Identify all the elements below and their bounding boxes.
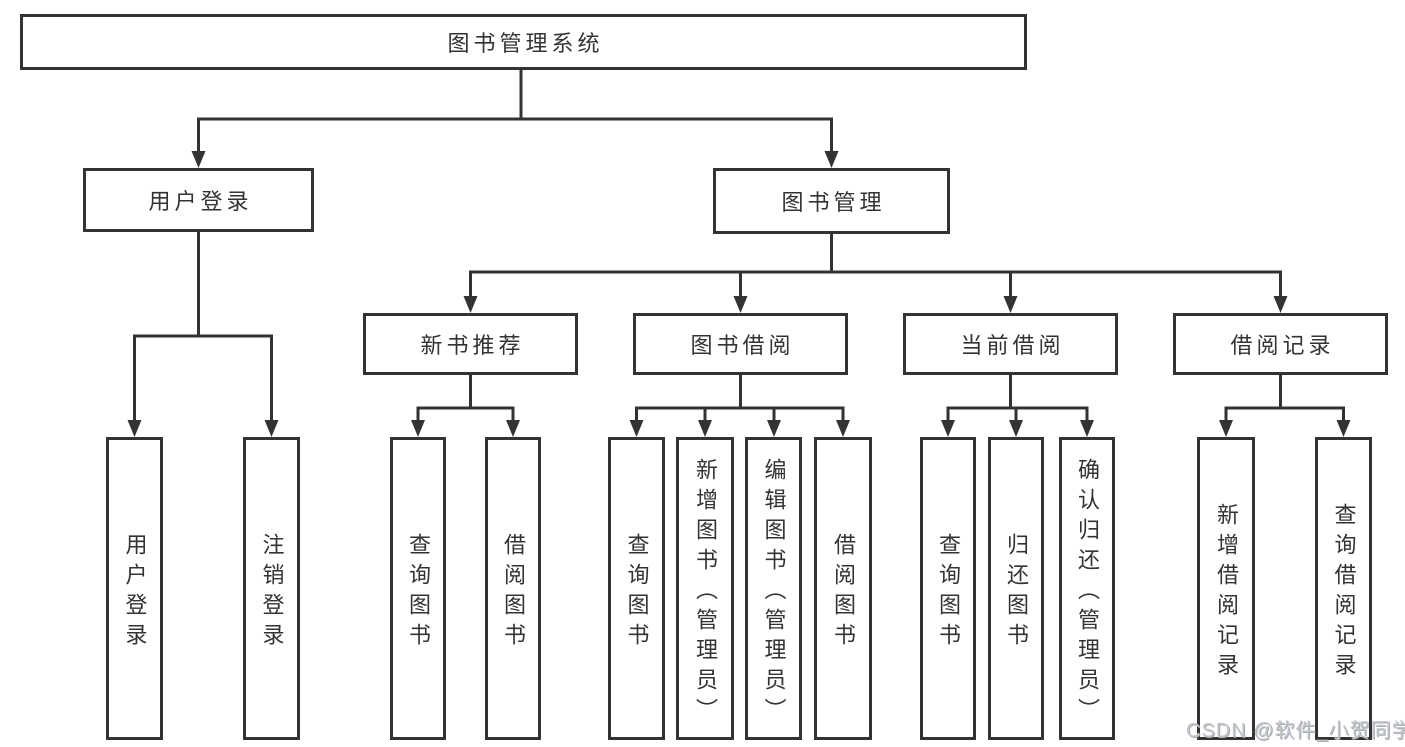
leaf-return-books: 归还图书 [988,437,1044,740]
leaf-add-borrow-record-label: 新增借阅记录 [1214,502,1239,683]
leaf-logout-label: 注销登录 [259,532,285,653]
node-borrow-records-label: 借阅记录 [1230,333,1335,358]
node-book-management-label: 图书管理 [781,190,886,215]
leaf-borrow-query-books: 查询图书 [608,437,665,740]
leaf-add-borrow-record: 新增借阅记录 [1197,437,1255,740]
leaf-borrow-books-label: 借阅图书 [831,532,856,653]
leaf-query-borrow-record: 查询借阅记录 [1315,437,1372,740]
node-book-borrow-label: 图书借阅 [690,333,795,358]
node-borrow-records: 借阅记录 [1173,313,1388,375]
leaf-borrow-query-books-label: 查询图书 [624,532,650,653]
leaf-logout: 注销登录 [243,437,300,740]
leaf-edit-books-admin-label: 编辑图书（管理员） [761,457,787,728]
leaf-user-login-label: 用户登录 [122,532,148,653]
leaf-confirm-return-admin: 确认归还（管理员） [1059,437,1115,740]
leaf-recommend-borrow-books-label: 借阅图书 [501,532,526,653]
node-new-book-recommend: 新书推荐 [363,313,578,375]
node-book-borrow: 图书借阅 [633,313,848,375]
node-user-login-label: 用户登录 [148,189,253,214]
leaf-confirm-return-admin-label: 确认归还（管理员） [1075,457,1100,728]
node-root-label: 图书管理系统 [447,31,604,56]
csdn-watermark: CSDN @软件_小贺同学 [1186,720,1405,742]
leaf-add-books-admin-label: 新增图书（管理员） [693,457,718,728]
leaf-return-books-label: 归还图书 [1004,532,1029,653]
node-current-borrow-label: 当前借阅 [960,333,1065,358]
leaf-query-borrow-record-label: 查询借阅记录 [1331,502,1357,683]
leaf-recommend-query-books: 查询图书 [390,437,446,740]
node-current-borrow: 当前借阅 [903,313,1118,375]
leaf-user-login: 用户登录 [106,437,163,740]
node-user-login: 用户登录 [83,168,314,232]
leaf-add-books-admin: 新增图书（管理员） [676,437,734,740]
leaf-edit-books-admin: 编辑图书（管理员） [745,437,802,740]
node-book-management: 图书管理 [713,168,950,234]
leaf-current-query-books-label: 查询图书 [936,532,961,653]
leaf-recommend-query-books-label: 查询图书 [406,532,431,653]
leaf-current-query-books: 查询图书 [920,437,976,740]
leaf-recommend-borrow-books: 借阅图书 [485,437,541,740]
leaf-borrow-books: 借阅图书 [814,437,872,740]
node-root-library-system: 图书管理系统 [20,14,1027,70]
connector-lines [133,68,1345,423]
arrowheads [127,151,1351,437]
node-new-book-recommend-label: 新书推荐 [420,333,525,358]
